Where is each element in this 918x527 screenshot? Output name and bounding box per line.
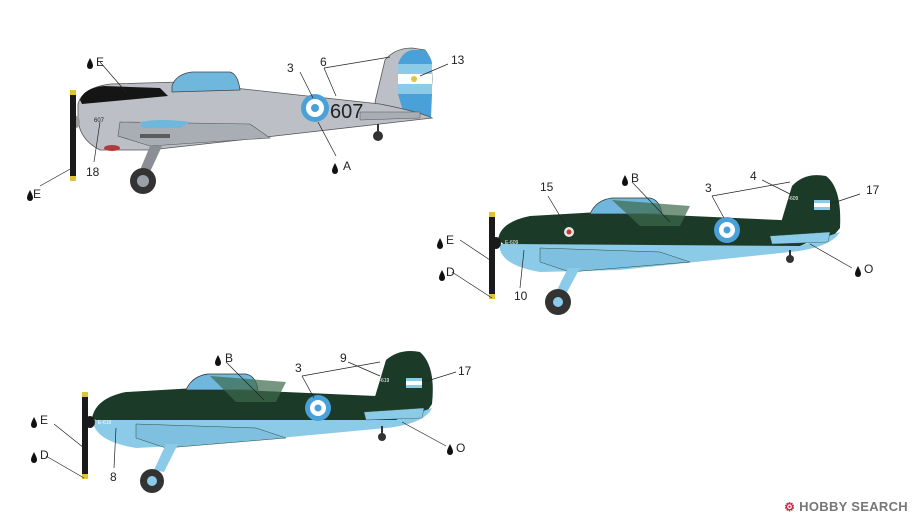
label-17-plane2: 17	[866, 183, 880, 197]
roundel-plane1	[301, 94, 329, 122]
label-e-plane1-bottom: E	[33, 187, 41, 201]
label-17-plane3: 17	[458, 364, 472, 378]
label-15-plane2: 15	[540, 180, 554, 194]
argentine-flag-plane3	[406, 378, 422, 388]
plane-green-profile-1: E-609 E-609	[489, 175, 841, 315]
hobby-search-logo-icon: ⚙	[784, 499, 796, 514]
roundel-plane2	[714, 217, 740, 243]
tail-code-plane3: E-619	[376, 378, 390, 384]
label-b-plane2: B	[631, 171, 639, 185]
tail-number-607: 607	[330, 101, 363, 123]
argentine-flag-plane2	[814, 200, 830, 210]
watermark-brand: HOBBY SEARCH	[799, 499, 908, 514]
label-3-plane3: 3	[295, 361, 302, 375]
label-8-plane3: 8	[110, 470, 117, 484]
squadron-badge-plane2	[564, 227, 574, 237]
label-9-plane3: 9	[340, 351, 347, 365]
label-4-plane2: 4	[750, 169, 757, 183]
label-a-plane1: A	[343, 159, 351, 173]
tail-code-plane2: E-609	[785, 196, 799, 202]
plane3-callouts	[45, 361, 457, 479]
roundel-plane3	[305, 395, 331, 421]
argentine-flag-tail	[398, 50, 432, 118]
plane1-callouts	[39, 56, 449, 187]
plane2-callouts	[451, 179, 861, 299]
label-3-plane1: 3	[287, 61, 294, 75]
label-e-plane3: E	[40, 413, 48, 427]
label-10-plane2: 10	[514, 289, 528, 303]
label-d-plane3: D	[40, 448, 49, 462]
fuselage-code-plane2: E-609	[505, 240, 519, 246]
nose-code-607: 607	[94, 118, 105, 124]
fuselage-code-plane3: E-619	[98, 420, 112, 426]
label-13-plane1: 13	[451, 53, 465, 67]
label-3-plane2: 3	[705, 181, 712, 195]
label-6-plane1: 6	[320, 55, 327, 69]
label-b-plane3: B	[225, 351, 233, 365]
label-d-plane2: D	[446, 265, 455, 279]
label-o-plane2: O	[864, 262, 873, 276]
plane-green-profile-2: E-619 E-619	[82, 351, 433, 493]
label-18-plane1: 18	[86, 165, 100, 179]
hobby-search-watermark: ⚙ HOBBY SEARCH	[784, 499, 908, 514]
label-e-plane1-top: E	[96, 55, 104, 69]
label-e-plane2: E	[446, 233, 454, 247]
label-o-plane3: O	[456, 441, 465, 455]
plane-silver-profile: 607 607	[70, 47, 434, 194]
